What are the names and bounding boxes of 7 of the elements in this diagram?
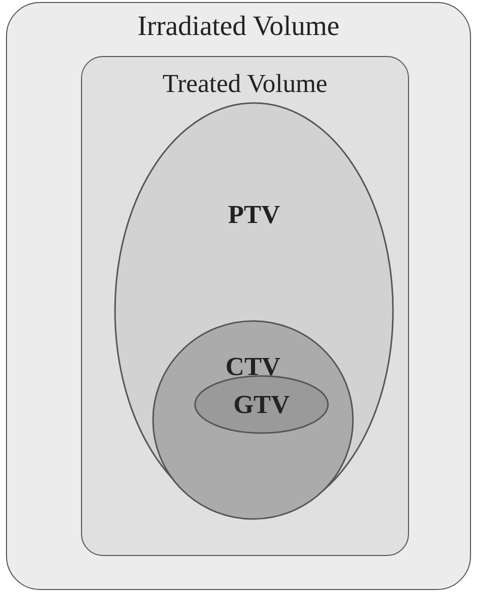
volume-box — [6, 2, 471, 590]
volume-label: PTV — [228, 202, 280, 228]
volume-box — [81, 56, 409, 556]
volume-label: GTV — [233, 392, 290, 418]
volume-label: Treated Volume — [162, 71, 328, 97]
volume-label: Irradiated Volume — [138, 13, 340, 41]
volume-label: CTV — [226, 354, 280, 380]
